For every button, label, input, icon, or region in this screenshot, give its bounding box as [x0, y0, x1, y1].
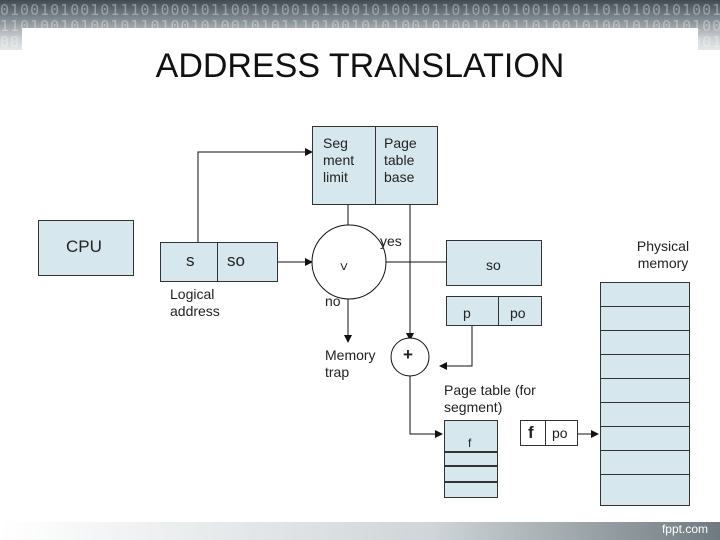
- page-table-row: [444, 466, 498, 482]
- slide-title: ADDRESS TRANSLATION: [155, 47, 565, 85]
- cpu-label: CPU: [66, 237, 102, 256]
- physical-memory: [600, 282, 690, 506]
- page-offset-label: po: [510, 305, 526, 321]
- page-offset-divider: [498, 296, 499, 326]
- no-label: no: [325, 293, 341, 309]
- physical-memory-label: Physical memory: [636, 238, 690, 271]
- memory-trap-label: Memory trap: [325, 347, 376, 380]
- physical-address-divider: [545, 420, 546, 446]
- footer-brand: fppt.com: [661, 522, 708, 536]
- page-table-row-selected: [444, 420, 498, 452]
- logical-address-label: Logical address: [170, 286, 220, 319]
- segment-number-label: s: [186, 251, 195, 270]
- wire-s-to-limit: [197, 148, 313, 242]
- memory-frame: [600, 282, 690, 307]
- segment-offset-label: so: [227, 251, 245, 270]
- adder-plus: +: [403, 345, 413, 364]
- wire-adder-to-table: [409, 376, 443, 438]
- physical-offset-label: po: [552, 425, 568, 441]
- page-table-label: Page table (for segment): [444, 382, 536, 415]
- memory-frame: [600, 402, 690, 427]
- compare-circle: [311, 224, 387, 300]
- physical-address-box: [520, 420, 578, 446]
- memory-frame-selected: [600, 426, 690, 451]
- memory-frame: [600, 354, 690, 379]
- compare-symbol: <: [335, 262, 352, 271]
- footer-bar: [0, 522, 720, 540]
- memory-frame: [600, 474, 690, 506]
- page-offset-box: [446, 296, 542, 326]
- logical-address-divider: [217, 242, 218, 282]
- page-number-label: p: [463, 305, 471, 321]
- frame-small-label: f: [468, 436, 472, 450]
- memory-frame: [600, 306, 690, 331]
- memory-frame: [600, 378, 690, 403]
- segment-offset-box: [446, 240, 542, 286]
- page-table-base-label: Page table base: [384, 135, 417, 185]
- frame-label: f: [528, 423, 534, 442]
- adder-circle: [390, 337, 430, 377]
- memory-frame: [600, 450, 690, 475]
- cpu-box: [38, 220, 134, 276]
- segment-offset-right-label: so: [486, 257, 501, 273]
- segment-entry-divider: [375, 126, 376, 205]
- segment-limit-label: Seg ment limit: [323, 135, 355, 185]
- page-table-row: [444, 482, 498, 498]
- logical-address-box: [160, 242, 278, 282]
- yes-label: yes: [380, 233, 402, 249]
- page-table-row: [444, 452, 498, 466]
- memory-frame: [600, 330, 690, 355]
- wire-p-to-adder: [439, 326, 473, 370]
